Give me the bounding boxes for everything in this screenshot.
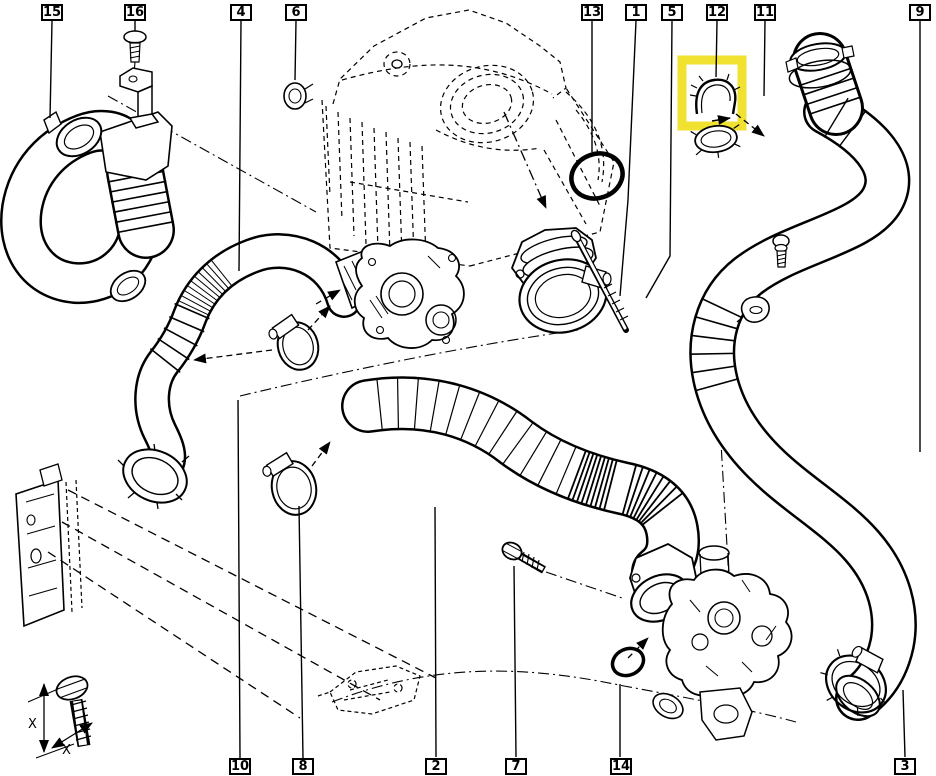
callout-1: 1 bbox=[625, 4, 647, 21]
callout-6: 6 bbox=[285, 4, 307, 21]
mounting-bracket-part bbox=[317, 665, 421, 715]
grommet-6 bbox=[283, 82, 314, 110]
callout-14: 14 bbox=[610, 758, 632, 775]
callout-4: 4 bbox=[230, 4, 252, 21]
bolt-7 bbox=[501, 541, 547, 574]
pointer-arrows bbox=[193, 111, 765, 659]
callout-11: 11 bbox=[754, 4, 776, 21]
throttle-body bbox=[334, 238, 465, 349]
air-flow-meter bbox=[510, 227, 612, 334]
retaining-clip-12 bbox=[689, 73, 741, 125]
leader-lines bbox=[49, 20, 921, 759]
callout-15: 15 bbox=[41, 4, 63, 21]
callout-5: 5 bbox=[661, 4, 683, 21]
oring-14 bbox=[610, 646, 646, 678]
oring-13 bbox=[569, 151, 625, 201]
callout-3: 3 bbox=[894, 758, 916, 775]
callout-2: 2 bbox=[425, 758, 447, 775]
callout-7: 7 bbox=[505, 758, 527, 775]
air-duct-15 bbox=[43, 110, 173, 303]
highlight-box bbox=[677, 55, 747, 131]
callout-8: 8 bbox=[292, 758, 314, 775]
inlet-connector-11 bbox=[785, 42, 855, 89]
intercooler bbox=[15, 463, 437, 719]
hose-clamp-8-lower bbox=[262, 451, 318, 516]
air-filter-knob bbox=[391, 59, 403, 69]
callout-16: 16 bbox=[124, 4, 146, 21]
clip-bracket-11 bbox=[736, 296, 770, 323]
bolt-1 bbox=[570, 229, 629, 333]
screw-16 bbox=[123, 30, 147, 63]
callout-10: 10 bbox=[229, 758, 251, 775]
duct-connector-10 bbox=[117, 443, 190, 510]
torque-bolt-inset: X X bbox=[27, 675, 93, 759]
dimension-label-x2: X bbox=[62, 743, 71, 758]
hose-clamp-8-upper bbox=[268, 313, 320, 371]
bracket-16 bbox=[119, 67, 160, 129]
callout-13: 13 bbox=[581, 4, 603, 21]
hose-clamp-3 bbox=[820, 645, 887, 716]
clamp-ring-12 bbox=[690, 124, 741, 158]
dimension-label-x1: X bbox=[28, 717, 37, 732]
egr-valve-assembly bbox=[652, 545, 793, 741]
hose-corrugations bbox=[107, 67, 867, 526]
callout-12: 12 bbox=[706, 4, 728, 21]
callout-9: 9 bbox=[909, 4, 931, 21]
screw-11 bbox=[772, 234, 790, 268]
